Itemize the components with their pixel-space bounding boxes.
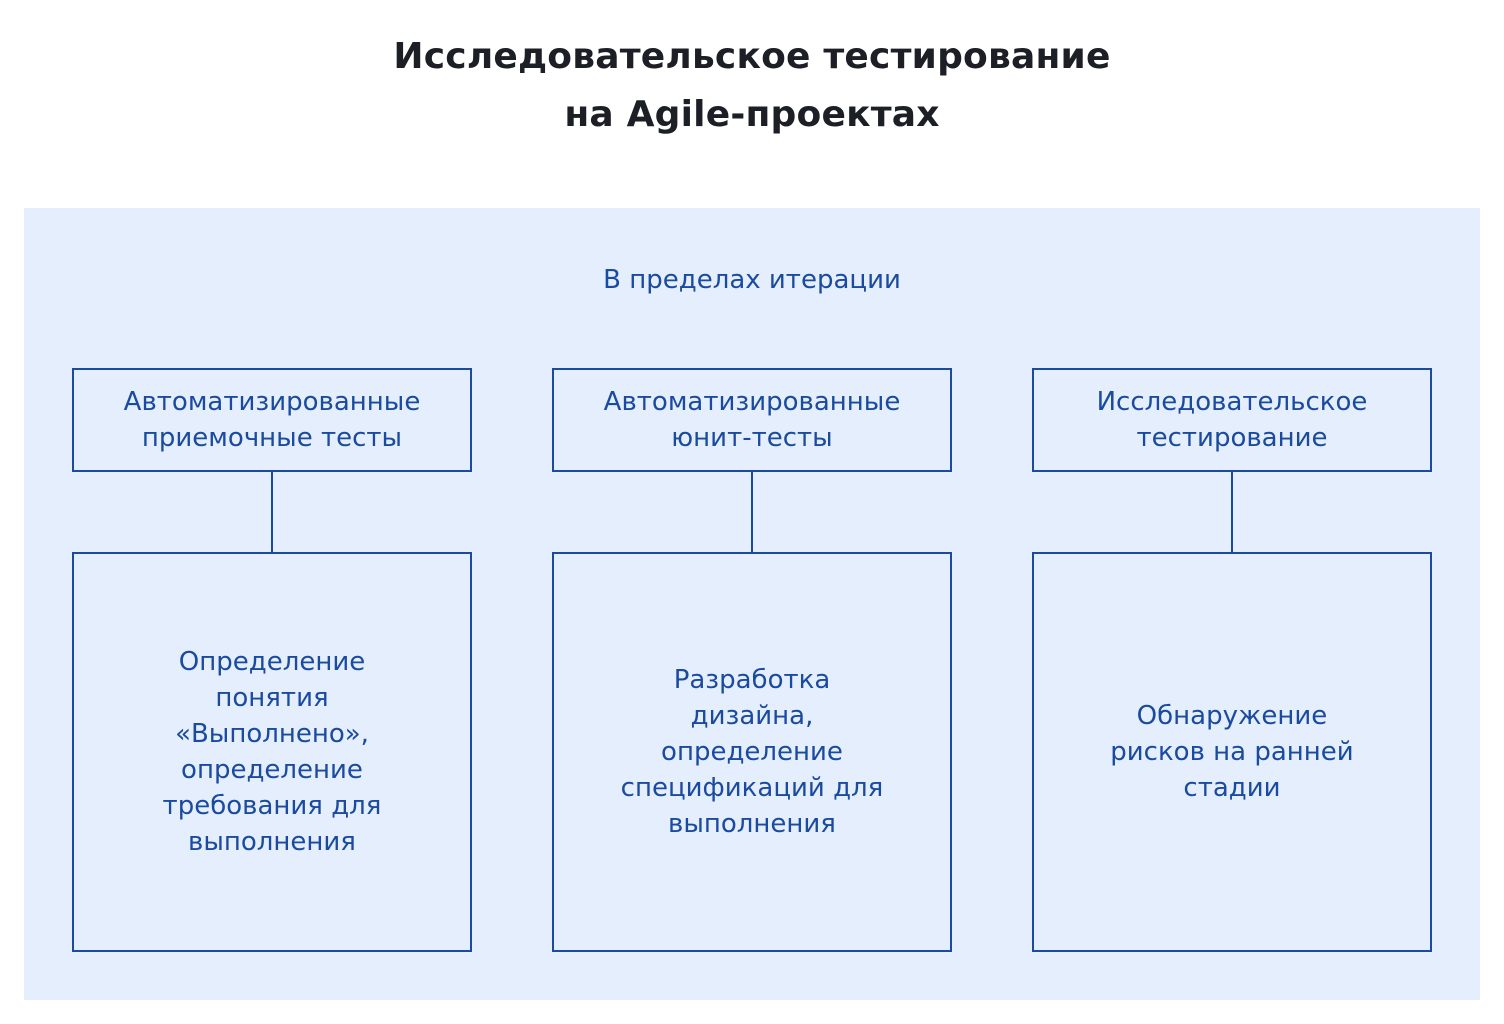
exploratory-testing-box: Исследовательское тестирование [1032,368,1432,472]
unit-tests-box: Автоматизированные юнит-тесты [552,368,952,472]
connector-line [271,472,273,552]
diagram-title: Исследовательское тестирование на Agile-… [0,28,1504,144]
connector-line [1231,472,1233,552]
exploratory-testing-description-box: Обнаружение рисков на ранней стадии [1032,552,1432,952]
unit-tests-description-box: Разработка дизайна, определение специфик… [552,552,952,952]
acceptance-tests-box: Автоматизированные приемочные тесты [72,368,472,472]
diagram-title-line-1: Исследовательское тестирование [393,36,1111,77]
iteration-panel [24,208,1480,1000]
unit-tests-description: Разработка дизайна, определение специфик… [620,665,884,839]
diagram-title-line-2: на Agile-проектах [564,94,940,135]
exploratory-testing-label: Исследовательское тестирование [1096,387,1368,453]
unit-tests-label: Автоматизированные юнит-тесты [603,387,901,453]
exploratory-testing-description: Обнаружение рисков на ранней стадии [1110,701,1354,803]
iteration-panel-label: В пределах итерации [603,265,901,295]
acceptance-tests-label: Автоматизированные приемочные тесты [123,387,421,453]
acceptance-tests-description-box: Определение понятия «Выполнено», определ… [72,552,472,952]
connector-line [751,472,753,552]
acceptance-tests-description: Определение понятия «Выполнено», определ… [162,647,382,857]
